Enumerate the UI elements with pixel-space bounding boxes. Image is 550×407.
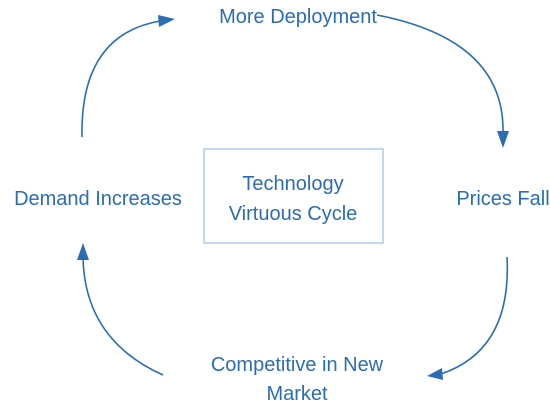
arrow-top-right — [376, 14, 504, 134]
node-competitive-line1: Competitive in New — [211, 354, 384, 376]
arrowhead-top-right — [497, 131, 509, 148]
node-prices-fall: Prices Fall — [456, 188, 549, 210]
arrow-bottom-right — [440, 256, 509, 375]
center-box — [203, 148, 384, 244]
center-title-line1: Technology — [242, 173, 343, 195]
arrowhead-bottom-right — [427, 368, 443, 380]
node-demand-increases: Demand Increases — [14, 188, 182, 210]
center-title-line2: Virtuous Cycle — [229, 203, 358, 225]
arrow-top-left — [81, 20, 161, 138]
node-more-deployment: More Deployment — [219, 6, 377, 28]
arrow-bottom-left — [82, 257, 164, 376]
node-competitive-line2: Market — [266, 383, 328, 405]
arrowhead-top-left — [158, 15, 175, 27]
arrowhead-bottom-left — [77, 243, 89, 260]
